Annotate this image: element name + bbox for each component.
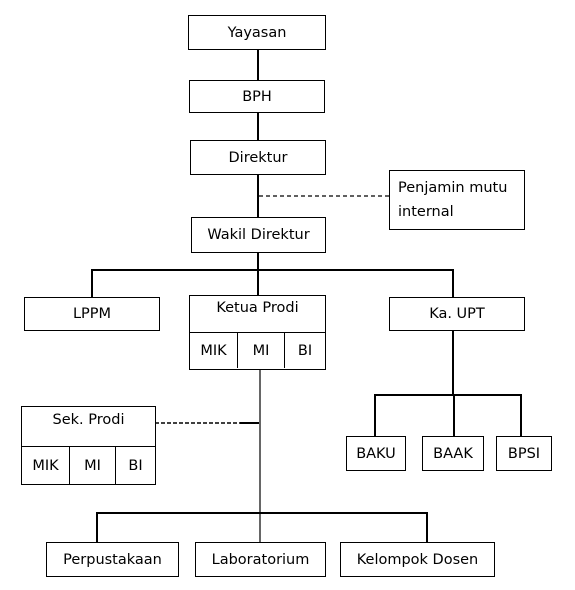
node-baku: BAKU: [346, 436, 406, 471]
node-direktur: Direktur: [190, 140, 326, 175]
node-perpustakaan-label: Perpustakaan: [63, 551, 162, 568]
node-sek-prodi-title: Sek. Prodi: [52, 412, 125, 428]
node-wakil-direktur: Wakil Direktur: [191, 217, 326, 253]
node-laboratorium-label: Laboratorium: [211, 551, 310, 568]
sek-prodi-unit-mi: MI: [69, 446, 116, 484]
ketua-prodi-units: MIK MI BI: [190, 332, 325, 368]
sek-prodi-unit-mik: MIK: [22, 446, 69, 484]
node-ketua-prodi: Ketua Prodi MIK MI BI: [189, 295, 326, 370]
node-yayasan-label: Yayasan: [227, 24, 287, 41]
sek-prodi-units: MIK MI BI: [22, 446, 155, 484]
node-kelompok-dosen-label: Kelompok Dosen: [356, 551, 479, 568]
node-bpsi: BPSI: [496, 436, 552, 471]
node-wakil-direktur-label: Wakil Direktur: [207, 227, 310, 243]
node-bph: BPH: [189, 80, 325, 113]
node-ka-upt: Ka. UPT: [389, 297, 525, 331]
node-laboratorium: Laboratorium: [195, 542, 326, 577]
node-lppm: LPPM: [24, 297, 160, 331]
node-lppm-label: LPPM: [72, 306, 112, 322]
node-yayasan: Yayasan: [188, 15, 326, 50]
node-bph-label: BPH: [242, 88, 272, 105]
node-perpustakaan: Perpustakaan: [46, 542, 179, 577]
node-kelompok-dosen: Kelompok Dosen: [340, 542, 495, 577]
node-ketua-prodi-title: Ketua Prodi: [216, 300, 299, 316]
ketua-prodi-unit-bi: BI: [285, 332, 325, 368]
ketua-prodi-unit-mik: MIK: [190, 332, 237, 368]
sek-prodi-unit-bi: BI: [116, 446, 155, 484]
ketua-prodi-unit-mi: MI: [237, 332, 285, 368]
node-sek-prodi: Sek. Prodi MIK MI BI: [21, 406, 156, 485]
node-penjamin-line2: internal: [398, 204, 454, 220]
node-penjamin-mutu: Penjamin mutu internal: [389, 170, 525, 230]
node-ka-upt-label: Ka. UPT: [429, 306, 485, 322]
node-baku-label: BAKU: [356, 445, 396, 462]
node-baak: BAAK: [422, 436, 484, 471]
node-penjamin-line1: Penjamin mutu: [398, 180, 508, 196]
node-direktur-label: Direktur: [228, 149, 288, 166]
node-baak-label: BAAK: [433, 445, 473, 462]
node-bpsi-label: BPSI: [507, 445, 541, 462]
